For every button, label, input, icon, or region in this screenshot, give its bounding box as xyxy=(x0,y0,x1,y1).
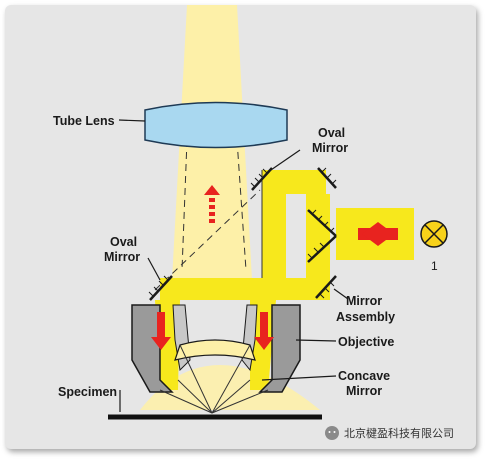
beam-edge-left xyxy=(181,139,188,271)
objective-left xyxy=(131,304,174,393)
lower-horizontal-beam xyxy=(160,278,330,300)
arrow-down-right xyxy=(254,312,274,350)
mirror-hatching xyxy=(148,167,337,299)
watermark: 北京楗盈科技有限公司 xyxy=(325,426,454,440)
microscope-diagram: 1 xyxy=(53,5,454,440)
arrow-down-left xyxy=(151,312,171,350)
assembly-mirror-mid-b xyxy=(307,235,337,263)
wechat-icon xyxy=(325,426,339,440)
lamp-cross-b xyxy=(424,224,444,244)
label-specimen: Specimen xyxy=(58,385,117,399)
focus-rays xyxy=(159,344,269,414)
oval-mirror-left xyxy=(149,275,173,301)
label-oval-mirror-top-line2: Mirror xyxy=(312,141,348,155)
concave-mirror xyxy=(174,339,256,361)
label-mirror-assembly-line1: Mirror xyxy=(346,294,382,308)
diagram-frame: 1 xyxy=(5,5,476,449)
right-vertical-path xyxy=(306,194,330,290)
beam-edge-right xyxy=(236,139,247,271)
dashed-up-arrow xyxy=(204,185,220,223)
beam-diagonal xyxy=(154,189,261,291)
label-tube-lens: Tube Lens xyxy=(53,114,115,128)
label-oval-mirror-top-line1: Oval xyxy=(318,126,345,140)
incoming-arrow-left xyxy=(362,222,398,246)
watermark-text: 北京楗盈科技有限公司 xyxy=(344,426,454,440)
label-objective: Objective xyxy=(338,335,394,349)
red-arrows xyxy=(151,312,274,350)
assembly-mirror-mid-a xyxy=(307,209,337,237)
label-oval-mirror-left-line1: Oval xyxy=(110,235,137,249)
leader-lines xyxy=(118,119,349,412)
assembly-mirror-bottom xyxy=(315,275,337,299)
left-vertical-path xyxy=(262,170,286,292)
label-oval-mirror-left-line2: Mirror xyxy=(104,250,140,264)
label-concave-mirror-line1: Concave xyxy=(338,369,390,383)
tube-lens xyxy=(144,101,288,149)
label-mirror-assembly-line2: Assembly xyxy=(336,310,395,324)
light-source-number: 1 xyxy=(431,259,438,273)
label-concave-mirror-line2: Mirror xyxy=(346,384,382,398)
specimen-glow xyxy=(140,365,320,410)
